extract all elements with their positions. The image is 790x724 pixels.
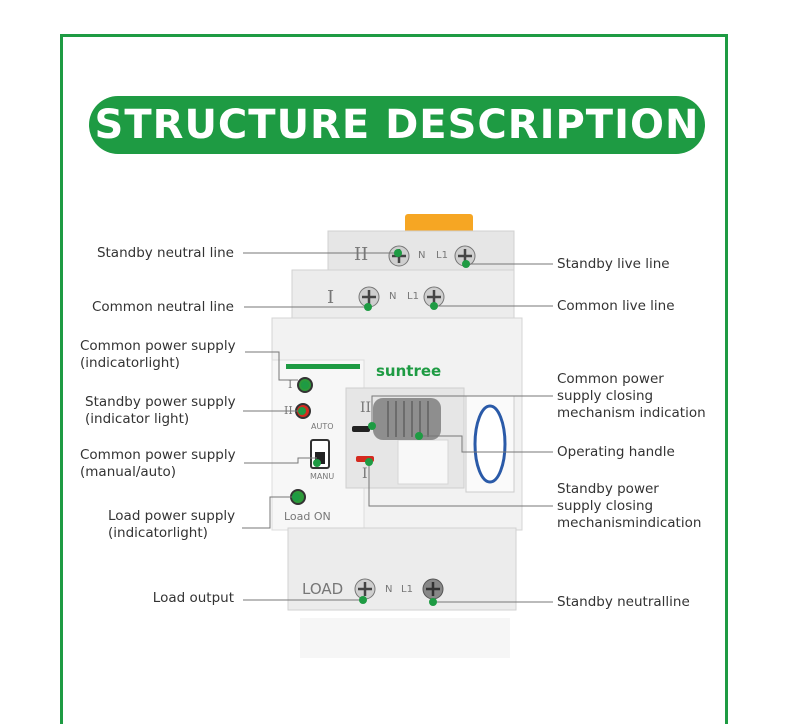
dot-standby-neutralline (429, 598, 437, 606)
load-l1-mark: L1 (401, 584, 413, 595)
knob-ridges (387, 401, 429, 437)
orange-cap (405, 214, 473, 234)
handle-slot (397, 439, 449, 485)
manual-auto-switch-lever (315, 452, 325, 464)
dot-load-supply (292, 493, 300, 501)
label-standby-neutral: Standby neutral line (96, 245, 234, 261)
title-banner: STRUCTURE DESCRIPTION (89, 96, 705, 154)
middle-terminal-block (291, 269, 515, 321)
lower-terminal-block (287, 527, 517, 611)
label-common-closing: Common power supply closing mechanism in… (557, 371, 706, 421)
label-load-output: Load output (152, 590, 234, 606)
dot-standby-closing (365, 458, 373, 466)
dot-load-output (359, 596, 367, 604)
dot-common-neutral (364, 303, 372, 311)
manu-mark: MANU (310, 472, 335, 481)
content-frame (60, 34, 728, 724)
dot-common-indicator (301, 381, 309, 389)
label-common-live: Common live line (557, 298, 675, 314)
label-operating-handle: Operating handle (557, 444, 675, 460)
terminal-screws (354, 245, 476, 600)
common-closing-bar (352, 426, 370, 432)
load-mark: LOAD (302, 580, 344, 598)
label-common-neutral: Common neutral line (91, 299, 234, 315)
indicator-roman-ii: II (284, 404, 293, 417)
page-title: STRUCTURE DESCRIPTION (94, 102, 700, 148)
standby-l1-mark: L1 (436, 250, 448, 261)
dot-common-live (430, 302, 438, 310)
dot-operating-handle (415, 432, 423, 440)
indicator-roman-i: I (288, 378, 293, 391)
brand-logo: suntree (376, 362, 442, 380)
dot-standby-indicator (298, 407, 306, 415)
standby-n-mark: N (418, 250, 426, 261)
label-standby-live: Standby live line (557, 256, 670, 272)
load-n-mark: N (385, 584, 393, 595)
auto-mark: AUTO (311, 422, 334, 431)
dot-standby-neutral (394, 249, 402, 257)
load-on-mark: Load ON (284, 510, 331, 523)
label-standby-supply-indicator: Standby power supply (indicator light) (85, 394, 236, 427)
common-n-mark: N (389, 291, 397, 302)
common-l1-mark: L1 (407, 291, 419, 302)
leader-lines (242, 252, 553, 603)
side-label-oval (473, 404, 507, 484)
dot-manual-auto (313, 459, 321, 467)
label-load-supply: Load power supply (indicatorlight) (108, 508, 236, 541)
handle-roman-ii: II (360, 400, 372, 416)
operating-handle-knob (373, 398, 441, 440)
handle-roman-i: I (362, 466, 368, 482)
label-standby-closing: Standby power supply closing mechanismin… (557, 481, 702, 531)
green-stripe (286, 364, 360, 369)
device-reflection (300, 618, 510, 658)
label-common-supply-manual: Common power supply (manual/auto) (80, 447, 236, 480)
label-standby-neutralline: Standby neutralline (557, 594, 690, 610)
common-roman-mark: I (327, 287, 335, 308)
label-common-supply-indicator: Common power supply (indicatorlight) (80, 338, 236, 371)
dot-standby-live (462, 260, 470, 268)
dot-common-closing (368, 422, 376, 430)
standby-roman-mark: II (354, 244, 369, 265)
